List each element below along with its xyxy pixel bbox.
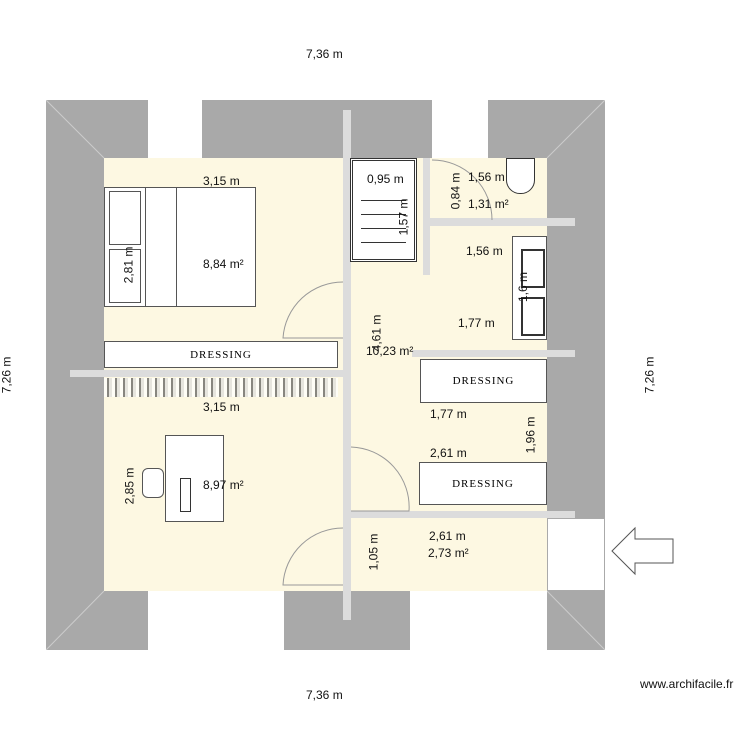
room-height: 2,81 m [121,246,136,284]
keyboard [180,478,191,512]
window[interactable] [148,100,202,158]
dressing[interactable]: DRESSING [420,359,547,403]
room-area: 10,23 m² [366,344,414,358]
interior-wall[interactable] [412,350,575,357]
bed-fold [145,188,177,306]
room-area: 8,84 m² [203,257,244,271]
room-width: 1,56 m [468,170,505,184]
sink-basin [521,297,545,336]
hall-width: 1,56 m [466,244,503,258]
bed[interactable] [104,187,256,307]
shower-width: 0,95 m [367,172,404,186]
room-width: 2,61 m [429,529,466,543]
desk[interactable] [165,435,224,522]
double-sink[interactable] [512,236,547,340]
interior-wall[interactable] [423,158,430,275]
interior-wall[interactable] [70,370,343,377]
room-height: 1,05 m [366,533,381,571]
hall-side: 1,96 m [523,416,538,454]
room-height: 0,84 m [448,172,463,210]
hall-width: 1,77 m [430,407,467,421]
room-width: 3,15 m [203,174,240,188]
wall-corner-bevels [46,100,605,650]
dimension-left: 7,26 m [0,356,14,394]
room-area: 2,73 m² [428,546,469,560]
pillow [109,191,141,245]
room-area: 1,31 m² [468,197,509,211]
pillow [109,249,141,303]
dressing-width: 2,61 m [430,446,467,460]
dimension-right: 7,26 m [642,356,657,394]
entry-door-opening[interactable] [547,518,605,591]
dressing[interactable]: DRESSING [104,341,338,368]
hall-width: 1,77 m [458,316,495,330]
dressing[interactable]: DRESSING [419,462,547,505]
shower[interactable] [350,158,417,262]
room-height: 2,85 m [122,467,137,505]
window[interactable] [148,591,284,650]
sink-length: 1,6 m [516,271,531,303]
toilet[interactable] [506,158,535,194]
interior-wall[interactable] [430,218,575,226]
chair[interactable] [142,468,164,498]
room-width: 3,15 m [203,400,240,414]
room-area: 8,97 m² [203,478,244,492]
clothes-hangers [104,378,338,397]
watermark[interactable]: www.archifacile.fr [640,677,734,691]
entry-arrow-icon [611,526,674,576]
window[interactable] [432,100,488,158]
shower-tray-lines [361,187,406,249]
sink-basin [521,249,545,288]
dimension-top: 7,36 m [306,47,343,61]
shower-length: 1,57 m [396,198,411,236]
window[interactable] [410,591,547,650]
interior-wall[interactable] [343,110,351,620]
dimension-bottom: 7,36 m [306,688,343,702]
interior-wall[interactable] [351,511,575,518]
